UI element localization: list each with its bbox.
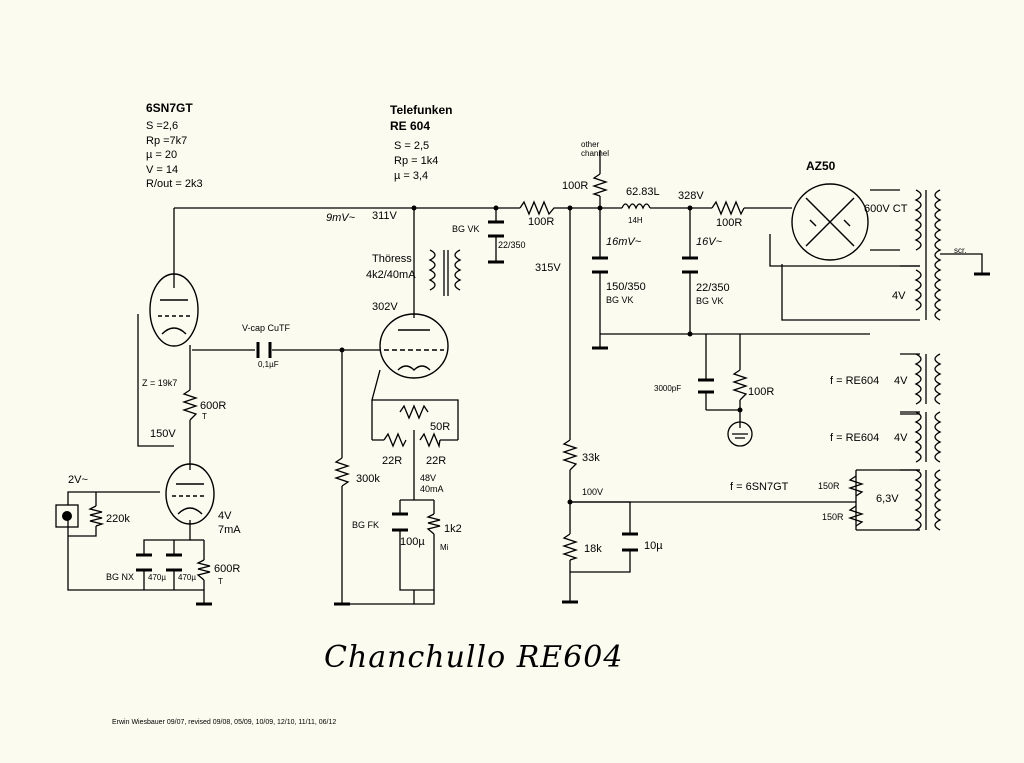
tube2-s: S = 2,5	[394, 140, 430, 152]
label-22-350a: 22/350	[498, 240, 526, 250]
label-48v: 48V	[420, 473, 437, 483]
label-600v-ct: 600V CT	[864, 203, 908, 215]
label-470u-b: 470µ	[178, 573, 196, 582]
label-bgvk3: BG VK	[696, 296, 724, 306]
label-315v: 315V	[535, 262, 561, 274]
tube2-mu: µ = 3,4	[394, 170, 429, 182]
schematic-title: Chanchullo RE604	[324, 640, 624, 675]
junction-dots	[339, 205, 743, 505]
label-150v: 150V	[150, 428, 176, 440]
label-4k2: 4k2/40mA	[366, 269, 416, 281]
label-40ma: 40mA	[420, 484, 444, 494]
label-62-83l: 62.83L	[626, 186, 660, 198]
tube1-name: 6SN7GT	[146, 101, 193, 115]
label-16v: 16V~	[696, 236, 722, 248]
label-channel: channel	[581, 149, 610, 158]
label-6-3v: 6,3V	[876, 493, 899, 505]
label-328v: 328V	[678, 190, 704, 202]
label-fre604-1v: 4V	[894, 375, 908, 387]
tube1-s: S =2,6	[146, 120, 179, 132]
label-100r-b: 100R	[562, 180, 589, 192]
input-jack-center	[62, 511, 72, 521]
label-300k: 300k	[356, 473, 380, 485]
label-22-350b: 22/350	[696, 282, 730, 294]
label-bgvk2: BG VK	[606, 295, 634, 305]
label-100u: 100µ	[400, 536, 425, 548]
label-t2: T	[218, 577, 223, 586]
label-470u-a: 470µ	[148, 573, 166, 582]
label-302v: 302V	[372, 301, 398, 313]
label-22r-b: 22R	[426, 455, 447, 467]
choke-inductor	[621, 203, 651, 210]
footer-credits: Erwin Wiesbauer 09/07, revised 09/08, 05…	[112, 719, 337, 726]
tube2-name: RE 604	[390, 119, 431, 133]
tube1-mu: µ = 20	[146, 149, 178, 161]
label-az50: AZ50	[806, 159, 836, 173]
tube-re604	[379, 313, 449, 379]
label-18k: 18k	[584, 543, 602, 555]
label-fre604-2v: 4V	[894, 432, 908, 444]
label-10u: 10µ	[644, 540, 663, 552]
label-22r-a: 22R	[382, 455, 403, 467]
chassis-ground	[727, 421, 753, 447]
tube-az50	[791, 183, 869, 261]
tube-6sn7-upper	[149, 273, 199, 347]
label-thoress: Thöress	[372, 253, 412, 265]
tube1-v: V = 14	[146, 164, 179, 176]
label-2v-in: 2V~	[68, 474, 88, 486]
label-150-350: 150/350	[606, 281, 646, 293]
label-100r-a: 100R	[528, 216, 555, 228]
label-0-1uf: 0,1µF	[258, 360, 279, 369]
capacitors	[136, 220, 714, 572]
label-fre604-1: f = RE604	[830, 375, 880, 387]
label-50r: 50R	[430, 421, 451, 433]
input-jack	[55, 504, 79, 528]
label-scr: scr.	[954, 246, 967, 255]
label-z: Z = 19k7	[142, 378, 178, 388]
label-t1: T	[202, 412, 207, 421]
label-3000pf: 3000pF	[654, 384, 682, 393]
label-16mv: 16mV~	[606, 236, 642, 248]
tube-6sn7-lower	[165, 463, 215, 525]
label-4v-b: 4V	[218, 510, 232, 522]
label-150r-b: 150R	[822, 512, 844, 522]
label-other: other	[581, 140, 600, 149]
tube1-rout: R/out = 2k3	[146, 178, 203, 190]
tube2-rp: Rp = 1k4	[394, 155, 439, 167]
wires	[67, 150, 920, 605]
label-311v: 311V	[372, 210, 397, 222]
label-150r-a: 150R	[818, 481, 840, 491]
label-600r-b: 600R	[214, 563, 241, 575]
label-220k: 220k	[106, 513, 130, 525]
tube2-brand: Telefunken	[390, 103, 453, 117]
label-mi: Mi	[440, 543, 449, 552]
transformers	[428, 189, 942, 531]
label-100r-d: 100R	[748, 386, 775, 398]
label-7ma: 7mA	[218, 524, 241, 536]
label-bgnx: BG NX	[106, 572, 135, 582]
label-vcap: V-cap CuTF	[242, 323, 291, 333]
label-600r-a: 600R	[200, 400, 227, 412]
label-fre604-2: f = RE604	[830, 432, 880, 444]
label-1k2: 1k2	[444, 523, 462, 535]
label-f6sn7: f = 6SN7GT	[730, 481, 789, 493]
resistors	[88, 173, 865, 581]
tube1-rp: Rp =7k7	[146, 135, 188, 147]
label-bgfk: BG FK	[352, 520, 380, 530]
label-100r-c: 100R	[716, 217, 743, 229]
label-9mv: 9mV~	[326, 212, 356, 224]
label-14h: 14H	[628, 216, 643, 225]
label-4v-a: 4V	[892, 290, 906, 302]
label-33k: 33k	[582, 452, 600, 464]
label-100v: 100V	[582, 487, 604, 497]
label-bgvk1: BG VK	[452, 224, 480, 234]
